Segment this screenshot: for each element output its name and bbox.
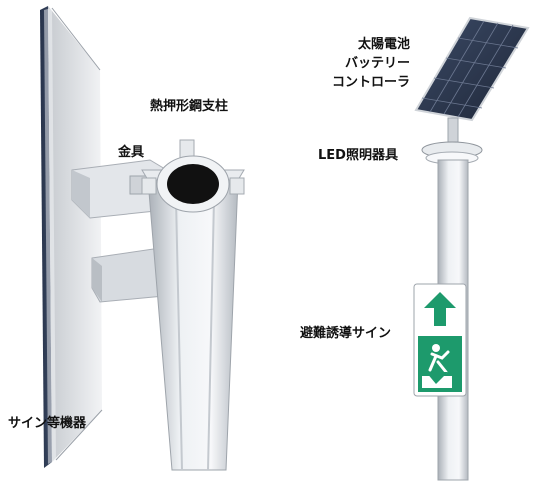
evacuation-sign: [413, 283, 467, 397]
sign-equipment-label: サイン等機器: [8, 416, 87, 431]
evac-sign-label: 避難誘導サイン: [300, 326, 392, 341]
running-person-icon: [422, 344, 452, 388]
solar-label: 太陽電池 バッテリー コントローラ: [328, 35, 410, 92]
solar-panel: [414, 16, 530, 143]
up-arrow-icon: [424, 292, 456, 326]
pole-label: 熱押形鋼支柱: [150, 99, 229, 114]
solar-label-line1: 太陽電池: [357, 37, 410, 52]
extruded-steel-pole: [141, 139, 245, 471]
solar-label-line2: バッテリー: [344, 56, 410, 71]
solar-label-line3: コントローラ: [331, 75, 410, 90]
led-label: LED照明器具: [318, 148, 398, 163]
sign-panel-left: [40, 6, 103, 468]
bracket-label: 金具: [118, 145, 145, 160]
